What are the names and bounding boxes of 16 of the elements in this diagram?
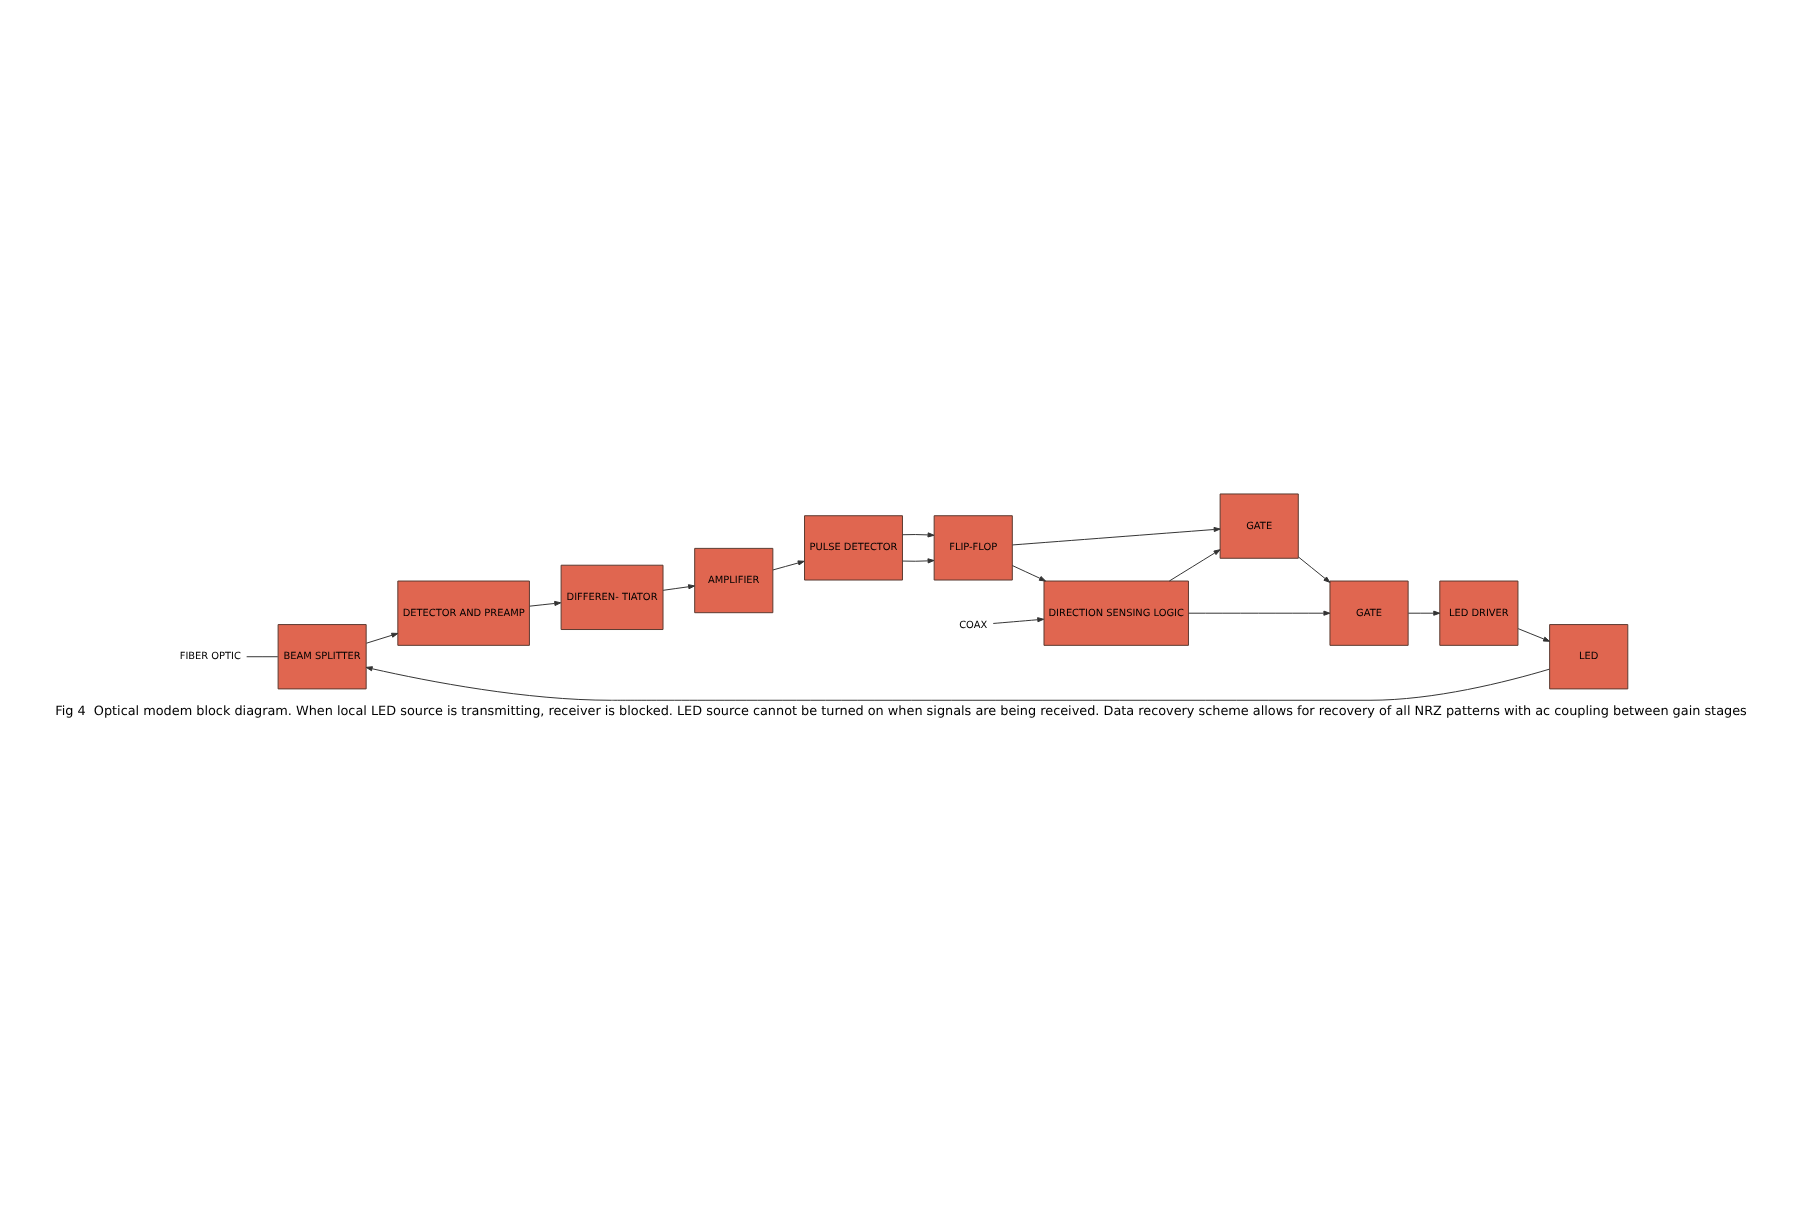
arrow [1298, 555, 1331, 582]
arrow [1188, 609, 1331, 615]
arrow [529, 599, 562, 606]
arrow [366, 631, 399, 643]
arrow [902, 557, 935, 563]
arrow [992, 616, 1045, 623]
arrow [772, 559, 805, 570]
arrow [902, 531, 935, 537]
arrow [1012, 525, 1221, 545]
arrow [365, 665, 1550, 700]
arrow [1168, 548, 1221, 581]
arrow [1011, 564, 1047, 581]
connector [246, 655, 279, 657]
arrow [662, 583, 696, 590]
arrow [1407, 609, 1441, 615]
arrow [1517, 627, 1550, 641]
